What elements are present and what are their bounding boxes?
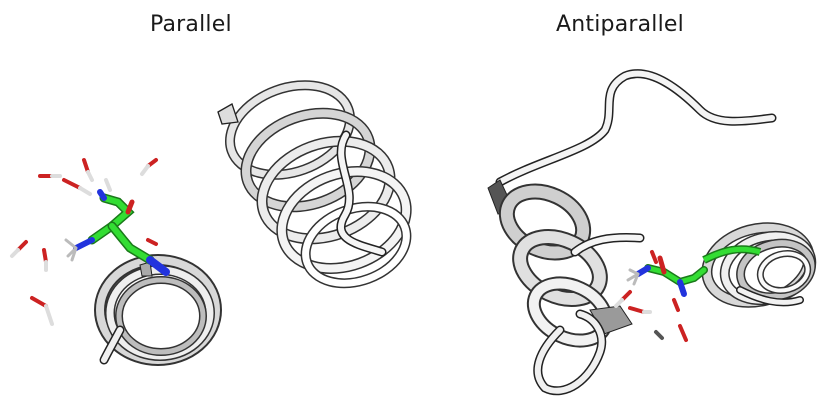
sidechain-parallel: [66, 192, 166, 272]
coil-loop-antiparallel: [500, 74, 772, 182]
antiparallel-panel: [488, 74, 817, 391]
helix-left-parallel: [100, 260, 216, 360]
helix-right-parallel: [217, 69, 419, 296]
parallel-panel: [12, 69, 420, 360]
sidechain-antiparallel: [628, 252, 704, 294]
helix-left-antiparallel: [488, 180, 640, 391]
helix-right-antiparallel: [698, 217, 817, 313]
